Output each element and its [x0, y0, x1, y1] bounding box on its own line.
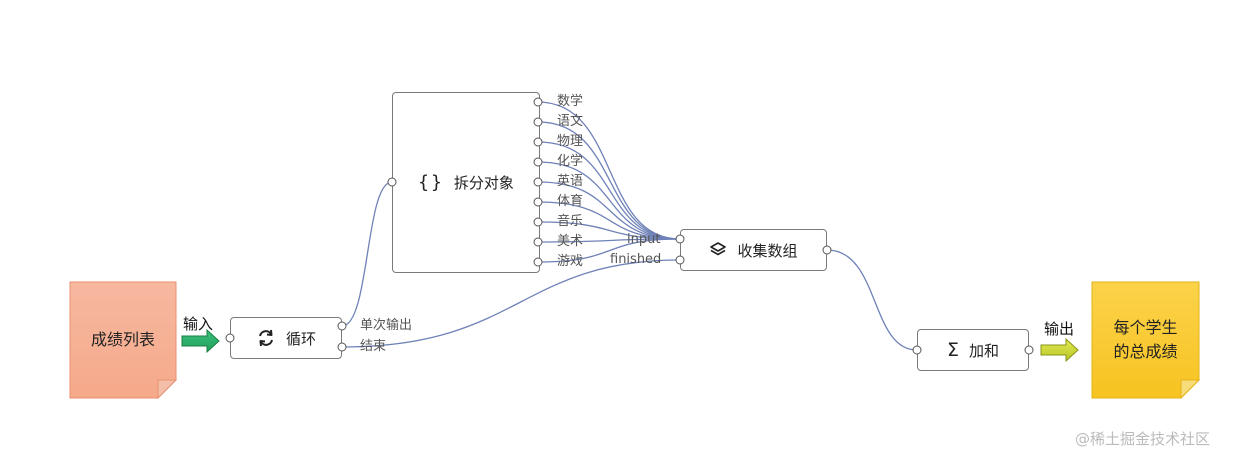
loop-arrows-icon	[256, 329, 276, 347]
output-note-fold	[1180, 379, 1201, 400]
split-output-label-1: 数学	[557, 94, 584, 109]
split-output-port-2[interactable]	[533, 117, 543, 127]
split-object-node[interactable]: {} 拆分对象	[392, 92, 540, 273]
sum-input-port[interactable]	[912, 345, 922, 355]
split-output-label-8: 美术	[557, 234, 584, 249]
split-output-label-7: 音乐	[557, 214, 584, 229]
split-output-label-6: 体育	[557, 194, 584, 209]
split-output-port-6[interactable]	[533, 197, 543, 207]
watermark: @稀土掘金技术社区	[1075, 430, 1211, 448]
split-output-port-8[interactable]	[533, 237, 543, 247]
collect-output-port[interactable]	[822, 245, 832, 255]
edge-loop-end-to-finished	[341, 259, 681, 348]
edge-field-7-to-collect	[537, 221, 681, 240]
split-output-port-5[interactable]	[533, 177, 543, 187]
layers-icon	[709, 241, 727, 259]
loop-output-port-end[interactable]	[337, 342, 347, 352]
split-output-port-4[interactable]	[533, 157, 543, 167]
edge-collect-to-sum	[826, 249, 918, 351]
input-arrow-label: 输入	[183, 315, 214, 333]
split-output-port-9[interactable]	[533, 257, 543, 267]
loop-output-port-single[interactable]	[337, 321, 347, 331]
split-object-title: 拆分对象	[453, 174, 514, 192]
edge-field-2-to-collect	[537, 121, 681, 240]
loop-node-title: 循环	[285, 329, 316, 348]
split-output-port-1[interactable]	[533, 97, 543, 107]
collect-finished-label: finished	[610, 252, 662, 267]
loop-output-label-single: 单次输出	[360, 318, 413, 333]
output-arrow-label: 输出	[1044, 320, 1075, 338]
sum-node[interactable]: Σ 加和	[917, 329, 1029, 371]
input-note-text: 成绩列表	[90, 330, 155, 349]
collect-input-port[interactable]	[675, 234, 685, 244]
collect-array-title: 收集数组	[737, 241, 798, 260]
sum-node-title: 加和	[969, 341, 1000, 360]
edge-field-8-to-collect	[537, 238, 681, 243]
output-arrow-icon	[1040, 337, 1079, 363]
edge-field-4-to-collect	[537, 161, 681, 240]
split-output-label-5: 英语	[557, 174, 584, 189]
output-note-total-score: 每个学生 的总成绩	[1092, 282, 1199, 398]
edge-field-1-to-collect	[537, 101, 681, 240]
edge-field-5-to-collect	[537, 181, 681, 240]
split-output-port-7[interactable]	[533, 217, 543, 227]
loop-input-port[interactable]	[225, 333, 235, 343]
split-output-label-3: 物理	[557, 134, 584, 149]
edge-field-6-to-collect	[537, 201, 681, 240]
split-output-label-9: 游戏	[557, 254, 584, 269]
output-note-line1: 每个学生	[1113, 318, 1178, 337]
loop-node[interactable]: 循环	[230, 317, 342, 359]
loop-output-label-end: 结束	[360, 339, 387, 354]
split-output-label-2: 语文	[557, 114, 584, 129]
split-input-port[interactable]	[387, 177, 397, 187]
collect-array-node[interactable]: 收集数组	[680, 229, 827, 271]
output-note-line2: 的总成绩	[1113, 342, 1178, 361]
input-note-fold	[157, 379, 178, 400]
input-note-score-list: 成绩列表	[70, 282, 176, 398]
collect-finished-port[interactable]	[675, 255, 685, 265]
edge-field-9-to-collect	[537, 238, 681, 263]
sigma-icon: Σ	[946, 339, 959, 361]
edge-field-3-to-collect	[537, 141, 681, 240]
split-output-label-4: 化学	[557, 154, 584, 169]
sum-output-port[interactable]	[1024, 345, 1034, 355]
edge-loop-to-split	[341, 181, 393, 327]
curly-braces-icon: {}	[418, 172, 444, 193]
split-output-port-3[interactable]	[533, 137, 543, 147]
collect-input-label: input	[627, 232, 661, 247]
input-arrow-icon	[181, 328, 220, 354]
